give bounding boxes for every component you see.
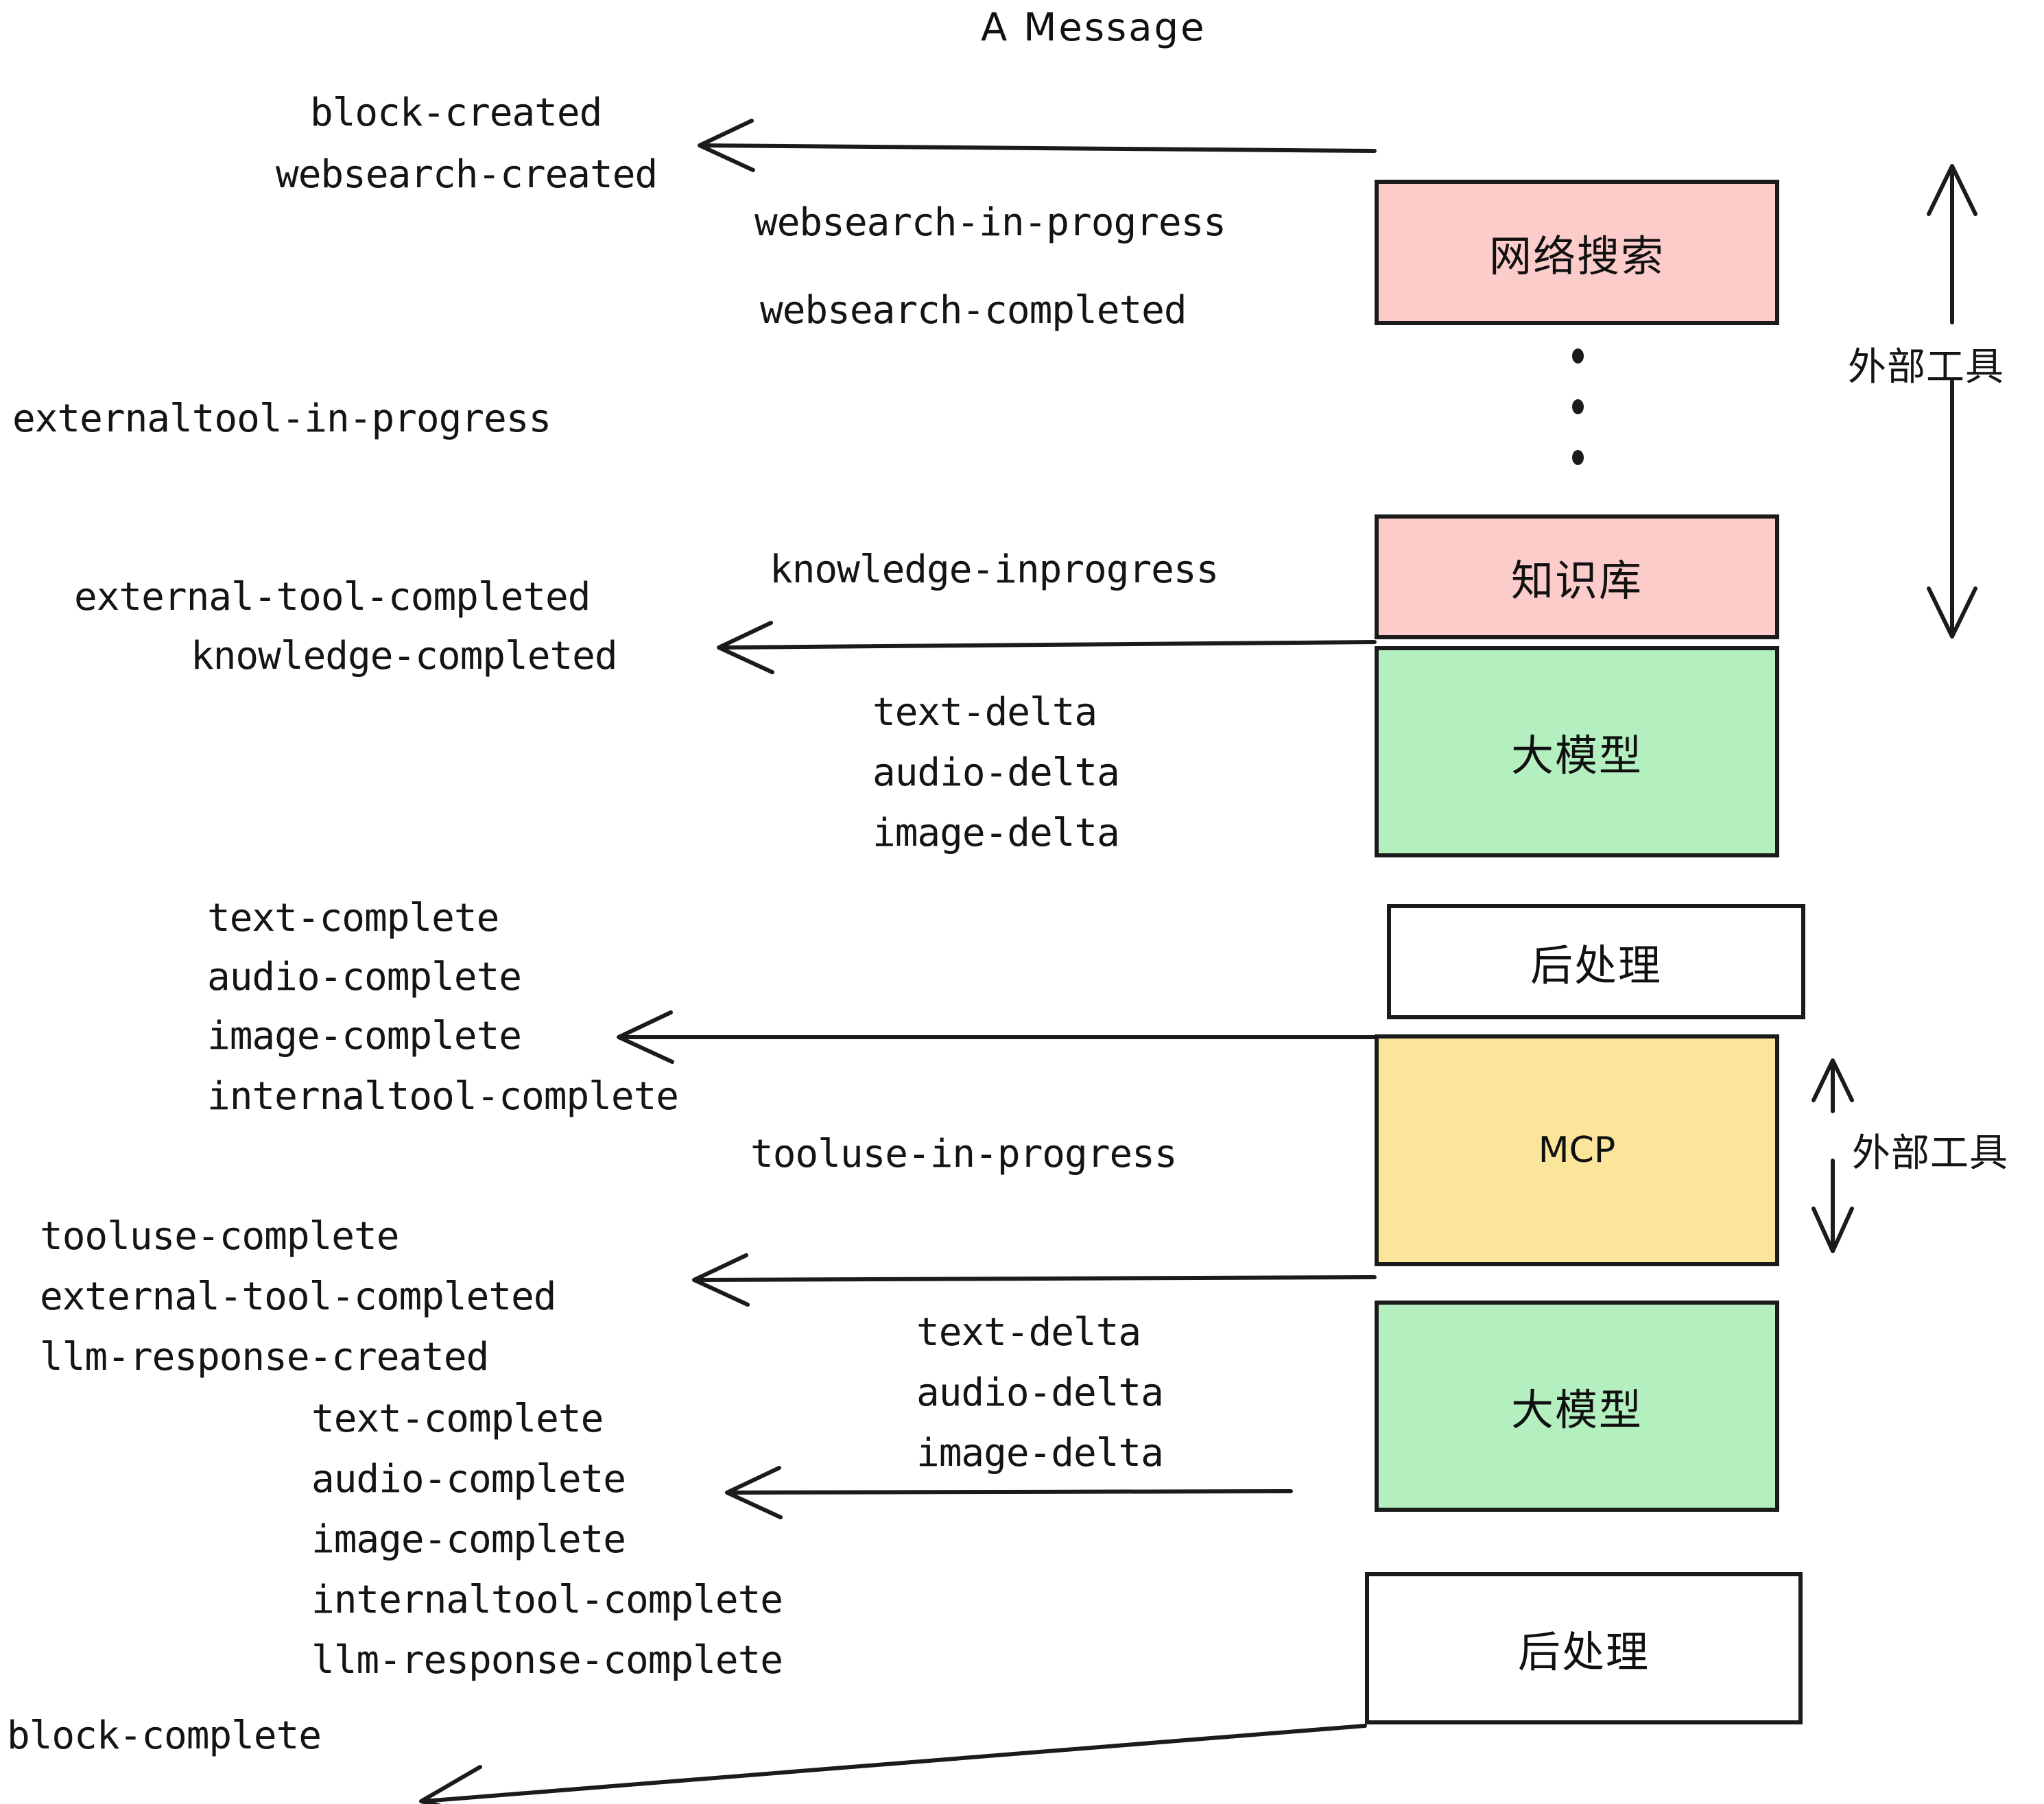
component-box-knowledge-label: 知识库 bbox=[1510, 556, 1643, 606]
event-label-text-delta-2: text-delta bbox=[916, 1310, 1141, 1355]
ellipsis-dot bbox=[1571, 348, 1584, 364]
side-label-external-tools-top: 外部工具 bbox=[1848, 345, 2004, 390]
event-label-block-complete: block-complete bbox=[7, 1713, 322, 1758]
event-label-audio-delta-1: audio-delta bbox=[872, 750, 1120, 795]
event-label-websearch-in-progress: websearch-in-progress bbox=[754, 200, 1226, 245]
arrow-post1-to-left bbox=[617, 1010, 1388, 1064]
component-box-post-processing-2[interactable]: 后处理 bbox=[1365, 1572, 1803, 1724]
event-label-llm-response-created: llm-response-created bbox=[40, 1335, 489, 1379]
event-label-text-complete-1: text-complete bbox=[207, 896, 499, 940]
event-label-tooluse-complete: tooluse-complete bbox=[40, 1214, 399, 1259]
event-label-image-complete-2: image-complete bbox=[311, 1517, 626, 1562]
event-label-audio-complete-2: audio-complete bbox=[311, 1457, 626, 1502]
event-label-internaltool-complete-2: internaltool-complete bbox=[311, 1578, 783, 1622]
event-label-text-complete-2: text-complete bbox=[311, 1397, 604, 1441]
event-label-image-complete-1: image-complete bbox=[207, 1014, 522, 1058]
event-label-tooluse-in-progress: tooluse-in-progress bbox=[750, 1132, 1178, 1176]
event-label-image-delta-2: image-delta bbox=[916, 1431, 1164, 1475]
event-label-knowledge-inprogress: knowledge-inprogress bbox=[770, 547, 1219, 592]
component-box-websearch-label: 网络搜索 bbox=[1488, 231, 1665, 281]
ellipsis-dot bbox=[1571, 399, 1584, 414]
ellipsis-dot bbox=[1571, 450, 1584, 465]
component-box-mcp[interactable]: MCP bbox=[1375, 1034, 1779, 1266]
arrow-external-tools-bottom bbox=[1811, 1058, 1854, 1253]
arrow-external-tools-top bbox=[1927, 164, 1977, 639]
event-label-block-created: block-created bbox=[310, 91, 602, 135]
component-box-llm-2[interactable]: 大模型 bbox=[1375, 1301, 1779, 1512]
event-label-knowledge-completed: knowledge-completed bbox=[191, 634, 618, 678]
event-label-internaltool-complete-1: internaltool-complete bbox=[207, 1074, 679, 1119]
arrow-websearch-to-block bbox=[698, 119, 1377, 172]
event-label-audio-complete-1: audio-complete bbox=[207, 955, 522, 999]
event-label-image-delta-1: image-delta bbox=[872, 811, 1120, 855]
arrow-knowledge-to-left bbox=[717, 621, 1377, 674]
component-box-post-processing-1[interactable]: 后处理 bbox=[1387, 904, 1805, 1019]
event-label-audio-delta-2: audio-delta bbox=[916, 1370, 1164, 1415]
component-box-llm-1[interactable]: 大模型 bbox=[1375, 646, 1779, 857]
component-box-mcp-label: MCP bbox=[1538, 1130, 1616, 1171]
page-title: A Message bbox=[981, 5, 1207, 50]
component-box-llm-2-label: 大模型 bbox=[1510, 1385, 1643, 1435]
component-box-post-processing-2-label: 后处理 bbox=[1517, 1627, 1650, 1677]
component-box-websearch[interactable]: 网络搜索 bbox=[1375, 180, 1779, 325]
component-box-knowledge[interactable]: 知识库 bbox=[1375, 514, 1779, 639]
arrow-mcp-to-left bbox=[692, 1253, 1377, 1307]
component-box-llm-1-label: 大模型 bbox=[1510, 731, 1643, 781]
vertical-ellipsis-icon bbox=[1571, 348, 1584, 465]
event-label-external-tool-completed-1: external-tool-completed bbox=[74, 575, 591, 619]
event-label-websearch-completed: websearch-completed bbox=[760, 288, 1187, 333]
event-label-externaltool-in-progress: externaltool-in-progress bbox=[12, 396, 551, 441]
event-label-llm-response-complete: llm-response-complete bbox=[311, 1638, 783, 1683]
arrow-post2-to-block bbox=[419, 1724, 1367, 1804]
event-label-websearch-created: websearch-created bbox=[276, 152, 658, 197]
event-label-external-tool-completed-2: external-tool-completed bbox=[40, 1274, 556, 1319]
event-label-text-delta-1: text-delta bbox=[872, 690, 1097, 735]
side-label-external-tools-bottom: 外部工具 bbox=[1852, 1131, 2008, 1176]
component-box-post-processing-1-label: 后处理 bbox=[1530, 940, 1662, 990]
